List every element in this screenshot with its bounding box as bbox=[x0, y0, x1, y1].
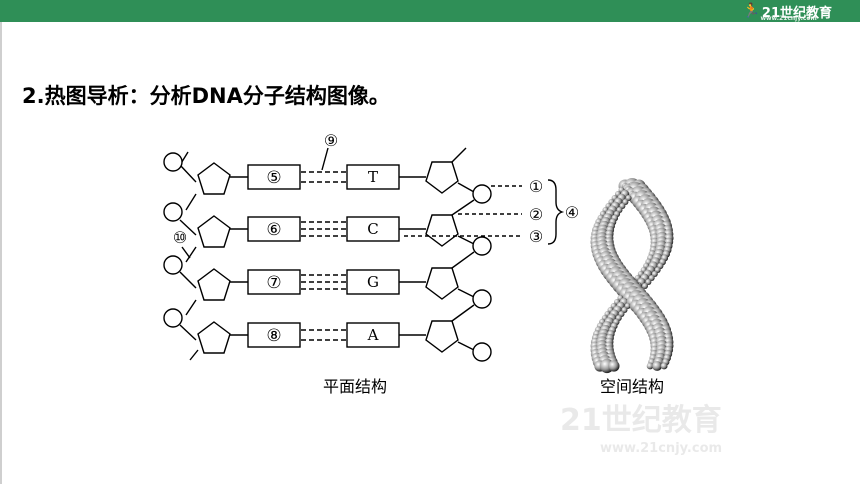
left-backbone-link bbox=[179, 164, 197, 183]
right-sugar-pentagon bbox=[425, 161, 459, 194]
left-base-box bbox=[247, 216, 301, 242]
left-sugar-pentagon bbox=[197, 268, 231, 301]
right-base-letter: G bbox=[367, 273, 379, 291]
helix-atom bbox=[608, 360, 620, 372]
left-base-label: ⑧ bbox=[266, 326, 281, 346]
callout-label: ① bbox=[529, 177, 543, 196]
callout-label: ② bbox=[529, 205, 543, 224]
left-sugar-pentagon bbox=[197, 162, 231, 195]
group-brace bbox=[547, 179, 565, 245]
right-sugar-pentagon bbox=[425, 267, 459, 300]
runner-logo-icon: 🏃 bbox=[742, 3, 760, 19]
site-logo[interactable]: 🏃 21世纪教育 www.21cnjy.com bbox=[742, 2, 832, 22]
left-backbone-link bbox=[189, 349, 199, 361]
left-backbone-link bbox=[179, 219, 197, 236]
left-phosphate-circle bbox=[163, 202, 183, 222]
left-base-box bbox=[247, 269, 301, 295]
right-phosphate-circle bbox=[472, 342, 492, 362]
slide-heading: 2.热图导析：分析DNA分子结构图像。 bbox=[22, 84, 390, 108]
left-phosphate-circle bbox=[163, 152, 183, 172]
left-backbone-link bbox=[185, 299, 197, 316]
left-backbone-link bbox=[185, 246, 197, 263]
bond-label: ⑨ bbox=[324, 131, 338, 150]
callout-leaders bbox=[404, 185, 522, 237]
helix-atom bbox=[648, 275, 655, 281]
left-divider bbox=[0, 22, 2, 484]
right-backbone-link bbox=[457, 341, 475, 351]
right-backbone-link bbox=[457, 288, 475, 298]
helix-atom bbox=[645, 279, 652, 285]
watermark: 21世纪教育 www.21cnjy.com bbox=[560, 403, 722, 456]
right-sugar-pentagon bbox=[425, 320, 459, 353]
left-base-box bbox=[247, 322, 301, 348]
callout-label: ③ bbox=[529, 227, 543, 246]
backbone-label: ⑩ bbox=[173, 228, 187, 247]
logo-sub-text: www.21cnjy.com bbox=[760, 15, 817, 22]
helix-atom bbox=[646, 362, 654, 370]
left-phosphate-circle bbox=[163, 255, 183, 275]
left-base-label: ⑦ bbox=[266, 273, 281, 293]
watermark-brand: 21世纪教育 bbox=[560, 403, 722, 438]
helix-atom bbox=[642, 283, 648, 289]
right-phosphate-circle bbox=[472, 184, 492, 204]
right-backbone-link bbox=[457, 182, 475, 193]
hydrogen-bonds bbox=[301, 171, 347, 341]
helix-atom bbox=[625, 195, 632, 201]
group-label: ④ bbox=[565, 203, 579, 222]
right-base-letter: A bbox=[367, 326, 379, 344]
right-base-letter: C bbox=[367, 220, 378, 238]
right-backbone-link bbox=[451, 147, 467, 163]
left-backbone-link bbox=[185, 193, 197, 211]
left-base-label: ⑥ bbox=[266, 220, 281, 240]
left-backbone-link bbox=[179, 324, 197, 341]
right-sugar-pentagon bbox=[425, 214, 459, 247]
helix-atom bbox=[660, 362, 668, 370]
right-backbone-link bbox=[451, 199, 475, 216]
right-phosphate-circle bbox=[472, 236, 492, 256]
left-base-box bbox=[247, 164, 301, 190]
right-backbone-link bbox=[451, 304, 475, 322]
watermark-url: www.21cnjy.com bbox=[600, 441, 722, 456]
right-backbone-link bbox=[451, 251, 475, 269]
left-base-label: ⑤ bbox=[266, 168, 281, 188]
right-phosphate-circle bbox=[472, 289, 492, 309]
logo-brand-text: 21世纪教育 bbox=[761, 5, 832, 21]
double-helix-image bbox=[590, 178, 674, 374]
helix-atom bbox=[624, 303, 631, 309]
header-bar: 🏃 21世纪教育 www.21cnjy.com bbox=[0, 0, 860, 22]
helix-atom bbox=[652, 361, 662, 371]
left-sugar-pentagon bbox=[197, 215, 231, 248]
left-sugar-pentagon bbox=[197, 321, 231, 354]
left-phosphate-circle bbox=[163, 308, 183, 328]
right-backbone-link bbox=[457, 235, 475, 245]
right-base-letter: T bbox=[368, 168, 378, 186]
left-backbone-link bbox=[179, 271, 197, 289]
caption-planar: 平面结构 bbox=[323, 377, 387, 396]
bond-label-pointer bbox=[321, 147, 329, 171]
backbone-label-pointer bbox=[181, 246, 191, 259]
caption-spatial: 空间结构 bbox=[600, 377, 664, 396]
